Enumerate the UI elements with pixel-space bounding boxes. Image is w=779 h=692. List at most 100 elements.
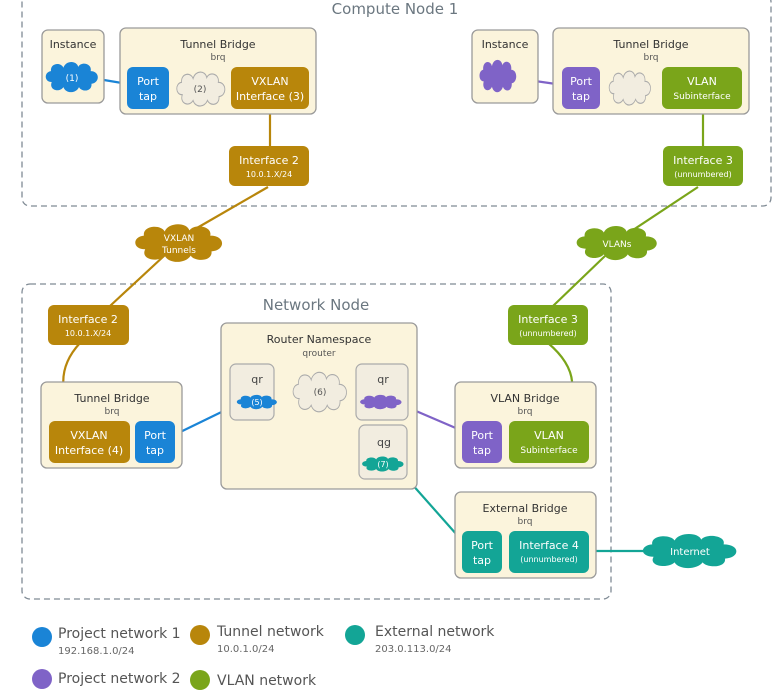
port-tap-box[interactable] <box>135 421 175 463</box>
iface2-sub: 10.0.1.X/24 <box>246 170 292 179</box>
compute-right-tunnel-bridge[interactable]: Tunnel Bridge brq Port tap VLAN Subinter… <box>552 27 750 115</box>
iface2-label: Interface 2 <box>58 313 118 326</box>
vlans-cloud: VLANs <box>576 226 657 261</box>
qr-left-label: qr <box>251 373 263 386</box>
router-center-cloud-label: (6) <box>314 388 327 398</box>
router-namespace[interactable]: Router Namespace qrouter qr (5) (6) qr q… <box>220 322 418 490</box>
compute-left-tunnel-bridge[interactable]: Tunnel Bridge brq Port tap (2) VXLAN Int… <box>119 27 317 115</box>
compute-right-instance[interactable]: Instance <box>471 29 539 104</box>
tunnel-iface2-to-cloud <box>189 186 269 233</box>
legend-item-external-network: External network 203.0.113.0/24 <box>345 624 495 655</box>
internet-cloud-label: Internet <box>670 547 710 558</box>
instance-cloud-label: (1) <box>66 74 79 84</box>
legend-swatch-external <box>345 625 365 645</box>
port-label: Port <box>471 429 493 442</box>
legend-item-tunnel-network: Tunnel network 10.0.1.0/24 <box>190 624 325 655</box>
legend-sub: 192.168.1.0/24 <box>58 646 135 657</box>
port-label: Port <box>137 75 159 88</box>
legend-label: External network <box>375 624 495 640</box>
vxlan-cloud-l2: Tunnels <box>161 246 196 256</box>
tunnel-cloud-to-nn-iface2 <box>109 254 166 307</box>
vxlan-cloud-l1: VXLAN <box>164 234 194 244</box>
port-tap-box[interactable] <box>462 421 502 463</box>
router-sub: qrouter <box>302 349 335 359</box>
instance-label: Instance <box>50 38 97 51</box>
tap-label: tap <box>473 554 491 567</box>
vxlan-label: VXLAN <box>251 75 288 88</box>
iface3-sub: (unnumbered) <box>674 170 731 179</box>
port-tap-box[interactable] <box>562 67 600 109</box>
compute-node-region: Compute Node 1 <box>21 0 772 207</box>
internet-cloud: Internet <box>642 534 737 569</box>
interface-4-box[interactable] <box>509 531 589 573</box>
legend-label: Tunnel network <box>216 624 325 640</box>
qg-cloud-label: (7) <box>377 460 388 469</box>
vlan-label: VLAN <box>687 75 717 88</box>
vlan-label: VLAN <box>534 429 564 442</box>
network-node-region: Network Node <box>21 283 612 600</box>
legend-label: VLAN network <box>217 673 317 689</box>
qr-right-label: qr <box>377 373 389 386</box>
legend-item-vlan-network: VLAN network <box>190 670 317 690</box>
iface3-label: Interface 3 <box>518 313 578 326</box>
vxlan-interface-label: Interface (3) <box>236 90 304 103</box>
port-label: Port <box>570 75 592 88</box>
bridge-title: Tunnel Bridge <box>73 392 149 405</box>
compute-left-instance[interactable]: Instance (1) <box>41 29 105 104</box>
compute-interface-2[interactable]: Interface 2 10.0.1.X/24 <box>229 146 309 186</box>
bridge-cloud-label: (2) <box>194 85 207 95</box>
tap-label: tap <box>473 444 491 457</box>
iface4-label: Interface 4 <box>519 539 579 552</box>
instance-label: Instance <box>482 38 529 51</box>
vlans-cloud-label: VLANs <box>603 240 632 250</box>
legend-label: Project network 2 <box>58 671 181 687</box>
port-tap-box[interactable] <box>127 67 169 109</box>
legend-sub: 10.0.1.0/24 <box>217 644 274 655</box>
bridge-title: Tunnel Bridge <box>612 38 688 51</box>
vxlan-interface-4-box[interactable] <box>49 421 130 463</box>
iface3-sub: (unnumbered) <box>519 329 576 338</box>
port-label: Port <box>144 429 166 442</box>
bridge-sub: brq <box>518 517 533 527</box>
bridge-sub: brq <box>518 407 533 417</box>
vxlan-tunnels-cloud: VXLAN Tunnels <box>135 224 223 262</box>
port-tap-box[interactable] <box>462 531 502 573</box>
legend-swatch-project1 <box>32 627 52 647</box>
network-external-bridge[interactable]: External Bridge brq Port tap Interface 4… <box>454 491 597 579</box>
legend-item-project-network-2: Project network 2 <box>32 669 181 689</box>
network-tunnel-bridge[interactable]: Tunnel Bridge brq VXLAN Interface (4) Po… <box>40 381 183 469</box>
iface4-sub: (unnumbered) <box>520 555 577 564</box>
legend-label: Project network 1 <box>58 626 181 642</box>
qr-left-cloud-label: (5) <box>251 398 262 407</box>
iface2-label: Interface 2 <box>239 154 299 167</box>
vxlan-interface-3-box[interactable] <box>231 67 309 109</box>
network-vlan-bridge[interactable]: VLAN Bridge brq Port tap VLAN Subinterfa… <box>454 381 597 469</box>
vxlan-label: VXLAN <box>70 429 107 442</box>
legend: Project network 1 192.168.1.0/24 Tunnel … <box>32 624 495 690</box>
iface2-sub: 10.0.1.X/24 <box>65 329 111 338</box>
tap-label: tap <box>572 90 590 103</box>
qg-label: qg <box>377 436 391 449</box>
legend-swatch-project2 <box>32 669 52 689</box>
bridge-sub: brq <box>105 407 120 417</box>
bridge-title: Tunnel Bridge <box>179 38 255 51</box>
port-label: Port <box>471 539 493 552</box>
network-node-title: Network Node <box>263 296 370 314</box>
vlan-subinterface-box[interactable] <box>509 421 589 463</box>
vlan-iface3-to-cloud <box>629 186 699 233</box>
legend-swatch-vlan <box>190 670 210 690</box>
iface3-label: Interface 3 <box>673 154 733 167</box>
vlan-cloud-to-nn-iface3 <box>552 255 606 307</box>
network-interface-2[interactable]: Interface 2 10.0.1.X/24 <box>48 305 129 345</box>
network-interface-3[interactable]: Interface 3 (unnumbered) <box>508 305 588 345</box>
legend-sub: 203.0.113.0/24 <box>375 644 452 655</box>
bridge-title: VLAN Bridge <box>490 392 559 405</box>
legend-item-project-network-1: Project network 1 192.168.1.0/24 <box>32 626 181 657</box>
router-title: Router Namespace <box>267 333 372 346</box>
vlan-subinterface-box[interactable] <box>662 67 742 109</box>
subinterface-label: Subinterface <box>520 446 578 456</box>
compute-interface-3[interactable]: Interface 3 (unnumbered) <box>663 146 743 186</box>
bridge-sub: brq <box>644 53 659 63</box>
bridge-title: External Bridge <box>483 502 568 515</box>
subinterface-label: Subinterface <box>673 92 731 102</box>
